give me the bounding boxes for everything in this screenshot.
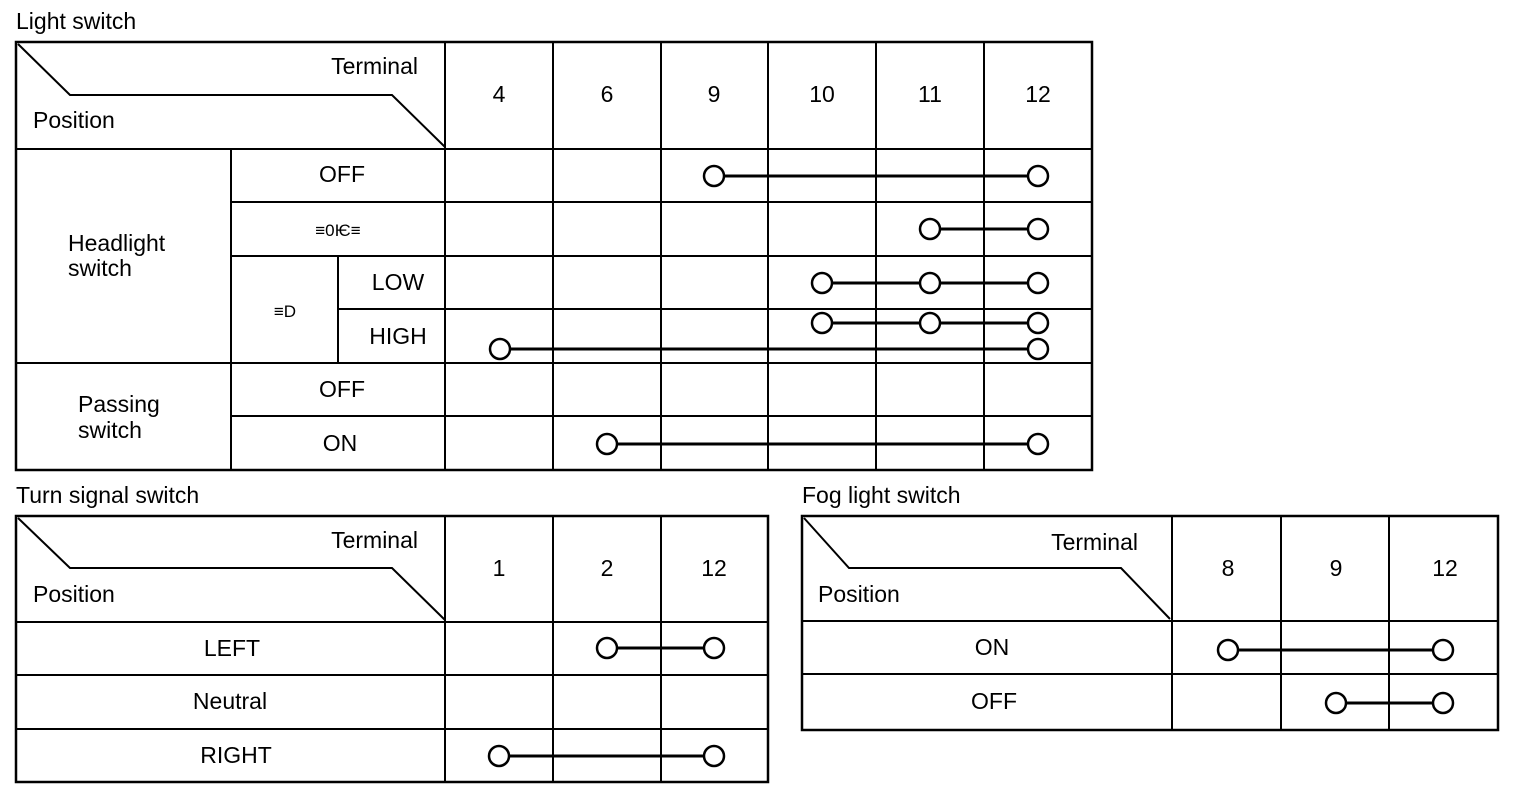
light-switch-terminal-header: Terminal — [331, 53, 418, 79]
node-high-terminal-4 — [488, 337, 512, 361]
turn-signal-switch-table: Turn signal switch Terminal Position 1 2… — [14, 482, 770, 784]
turn-signal-switch-frame — [14, 514, 770, 784]
fog-light-position-header: Position — [818, 581, 900, 607]
turn-signal-right-label: RIGHT — [200, 742, 272, 768]
fog-light-connections — [1216, 638, 1455, 715]
light-switch-terminal-12: 12 — [1025, 81, 1051, 107]
headlight-beam-symbol: ≡D — [274, 302, 296, 321]
fog-light-switch-frame — [800, 514, 1500, 732]
node-high-terminal-11 — [918, 311, 942, 335]
fog-light-switch-grid — [802, 516, 1498, 730]
light-switch-table: Light switch Terminal Position 4 6 9 10 … — [14, 8, 1094, 472]
node-right-terminal-1 — [487, 744, 511, 768]
headlight-off-label: OFF — [319, 161, 365, 187]
headlight-switch-label-line1: Headlight — [68, 230, 166, 256]
turn-signal-position-header: Position — [33, 581, 115, 607]
light-switch-terminal-9: 9 — [708, 81, 721, 107]
fog-light-switch-table: Fog light switch Terminal Position 8 9 1… — [800, 482, 1500, 732]
node-tail-terminal-11 — [918, 217, 942, 241]
light-switch-title: Light switch — [16, 8, 136, 34]
passing-on-label: ON — [323, 430, 358, 456]
node-passing-on-terminal-6 — [595, 432, 619, 456]
fog-light-on-label: ON — [975, 634, 1010, 660]
light-switch-terminal-10: 10 — [809, 81, 835, 107]
turn-signal-header-divider — [17, 517, 446, 621]
light-switch-grid — [16, 42, 1092, 470]
node-low-terminal-11 — [918, 271, 942, 295]
turn-signal-terminal-2: 2 — [601, 555, 614, 581]
node-off-terminal-9 — [702, 164, 726, 188]
fog-light-terminal-9: 9 — [1330, 555, 1343, 581]
node-fog-on-terminal-8 — [1216, 638, 1240, 662]
node-low-terminal-10 — [810, 271, 834, 295]
node-low-terminal-12 — [1026, 271, 1050, 295]
fog-light-terminal-header: Terminal — [1051, 529, 1138, 555]
turn-signal-left-label: LEFT — [204, 635, 260, 661]
light-switch-connections — [488, 164, 1050, 456]
turn-signal-switch-title: Turn signal switch — [16, 482, 199, 508]
headlight-low-label: LOW — [372, 269, 425, 295]
fog-light-header-divider — [803, 517, 1171, 620]
turn-signal-terminal-1: 1 — [493, 555, 506, 581]
headlight-switch-label-line2: switch — [68, 255, 132, 281]
fog-light-terminal-12: 12 — [1432, 555, 1458, 581]
headlight-high-label: HIGH — [369, 323, 427, 349]
node-fog-off-terminal-12 — [1431, 691, 1455, 715]
tail-light-symbol: ≡0Ѥ≡ — [315, 221, 361, 240]
node-high-terminal-10 — [810, 311, 834, 335]
node-left-terminal-12 — [702, 636, 726, 660]
node-left-terminal-2 — [595, 636, 619, 660]
light-switch-header-divider — [17, 43, 446, 148]
node-fog-off-terminal-9 — [1324, 691, 1348, 715]
passing-switch-label-line1: Passing — [78, 391, 160, 417]
light-switch-position-header: Position — [33, 107, 115, 133]
node-off-terminal-12 — [1026, 164, 1050, 188]
turn-signal-neutral-label: Neutral — [193, 688, 267, 714]
node-right-terminal-12 — [702, 744, 726, 768]
light-switch-terminal-11: 11 — [918, 81, 942, 107]
fog-light-switch-title: Fog light switch — [802, 482, 961, 508]
node-high-terminal-12-lower — [1026, 337, 1050, 361]
turn-signal-terminal-header: Terminal — [331, 527, 418, 553]
passing-off-label: OFF — [319, 376, 365, 402]
node-passing-on-terminal-12 — [1026, 432, 1050, 456]
node-fog-on-terminal-12 — [1431, 638, 1455, 662]
node-tail-terminal-12 — [1026, 217, 1050, 241]
fog-light-off-label: OFF — [971, 688, 1017, 714]
passing-switch-label-line2: switch — [78, 417, 142, 443]
node-high-terminal-12 — [1026, 311, 1050, 335]
turn-signal-connections — [487, 636, 726, 768]
light-switch-terminal-4: 4 — [493, 81, 506, 107]
turn-signal-terminal-12: 12 — [701, 555, 727, 581]
light-switch-terminal-6: 6 — [601, 81, 614, 107]
fog-light-terminal-8: 8 — [1222, 555, 1235, 581]
